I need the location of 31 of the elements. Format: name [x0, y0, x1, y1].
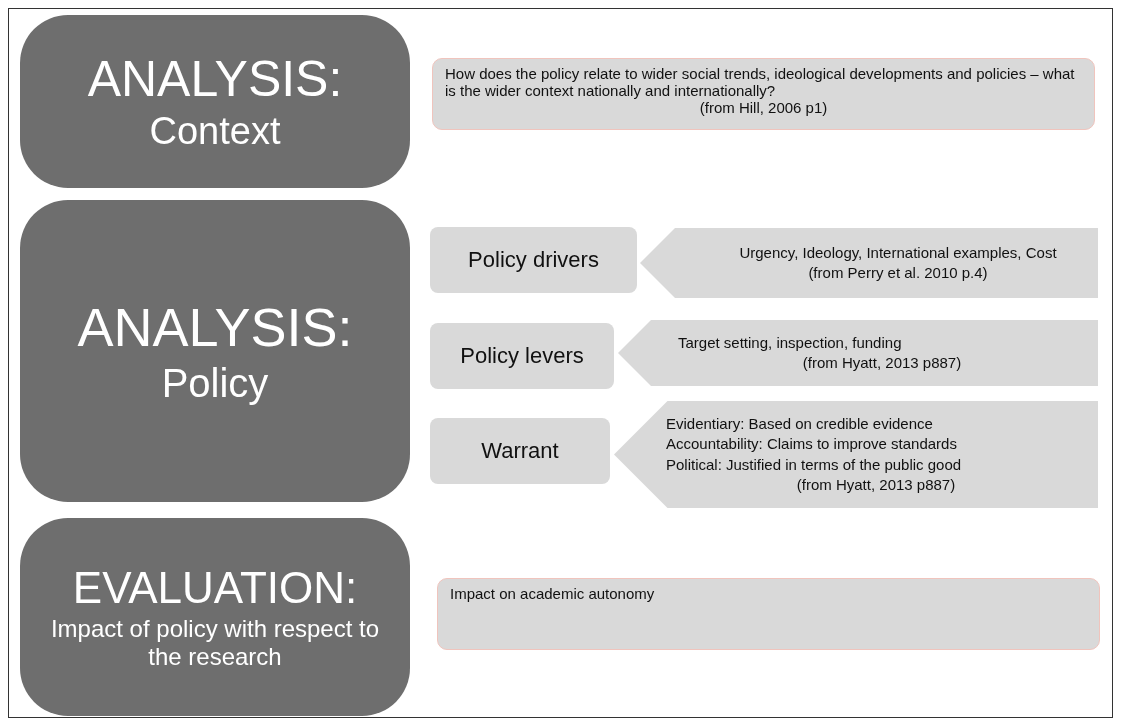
body-text: Evidentiary: Based on credible evidence: [666, 414, 934, 434]
body-text: How does the policy relate to wider social trends, ideological developments and policies – what is the wider context nationally and internationally?: [445, 65, 1076, 99]
label-tab: [430, 323, 614, 389]
body-text: Political: Justified in terms of the public good: [666, 454, 963, 475]
section-subtitle: Context: [148, 108, 282, 154]
body-text: Accountability: Claims to improve standards: [666, 434, 958, 455]
section-subtitle: Policy: [160, 360, 270, 408]
section-heading-panel: [20, 518, 410, 716]
tab-label: Policy drivers: [468, 247, 599, 273]
text-panel: [432, 58, 1095, 130]
body-text: Target setting, inspection, funding: [678, 332, 903, 353]
body-text: Urgency, Ideology, International examples, Cost: [738, 242, 1058, 263]
section-title: ANALYSIS:: [86, 49, 344, 109]
citation-text: (from Hyatt, 2013 p887): [795, 474, 957, 495]
arrow-shaped-panel: [640, 228, 1098, 298]
citation-text: (from Perry et al. 2010 p.4): [807, 263, 989, 283]
citation-text: (from Hyatt, 2013 p887): [801, 353, 963, 373]
label-tab: [430, 227, 637, 293]
label-tab: [430, 418, 610, 484]
tab-label: Warrant: [481, 438, 559, 464]
tab-label: Policy levers: [460, 343, 584, 369]
section-heading-panel: [20, 200, 410, 502]
section-subtitle: Impact of policy with respect to the research: [49, 614, 381, 673]
body-text: Impact on academic autonomy: [450, 585, 656, 602]
section-heading-panel: [20, 15, 410, 188]
section-title: EVALUATION:: [71, 561, 359, 614]
citation-text: (from Hill, 2006 p1): [698, 99, 829, 116]
arrow-shaped-panel: [618, 320, 1098, 386]
arrow-shaped-panel: [614, 401, 1098, 508]
text-panel: [437, 578, 1100, 650]
section-title: ANALYSIS:: [76, 295, 354, 359]
